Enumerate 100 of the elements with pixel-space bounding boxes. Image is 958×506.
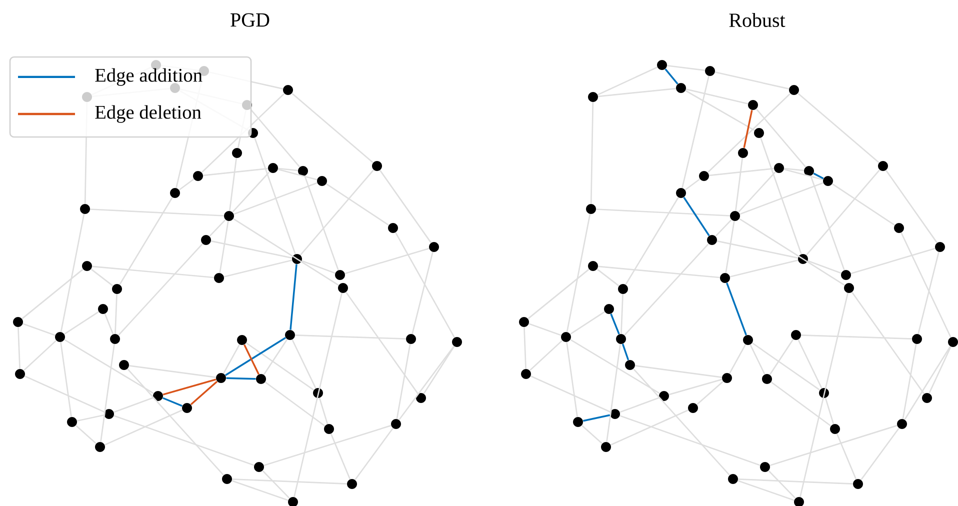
- graph-node: [193, 171, 203, 181]
- graph-node: [699, 171, 709, 181]
- graph-edge: [278, 168, 298, 172]
- graph-edge: [902, 344, 917, 419]
- graph-edge: [254, 138, 296, 254]
- graph-edge: [222, 344, 240, 374]
- graph-edge: [129, 365, 216, 378]
- graph-edge: [344, 248, 430, 274]
- graph-node: [268, 163, 278, 173]
- graph-edge: [684, 178, 700, 190]
- graph-edge: [860, 428, 900, 480]
- graph-node: [406, 334, 416, 344]
- graph-edge: [756, 108, 806, 168]
- graph-node: [254, 462, 264, 472]
- graph-node: [948, 337, 958, 347]
- graph-edge: [264, 424, 392, 466]
- graph-edge: [598, 66, 658, 96]
- graph-node: [201, 235, 211, 245]
- graph-edge: [768, 470, 796, 499]
- graph-edge: [798, 92, 880, 164]
- graph-edge: [263, 339, 288, 375]
- graph-edge: [808, 260, 842, 274]
- graph-edge: [379, 170, 432, 244]
- graph-edge: [904, 346, 951, 420]
- graph-edge: [715, 219, 732, 237]
- graph-node: [610, 409, 620, 419]
- graph-edge: [800, 292, 848, 498]
- graph-edge: [717, 240, 798, 259]
- panel-title: Robust: [729, 12, 786, 28]
- graph-edge: [738, 171, 776, 213]
- graph-edge: [918, 252, 940, 334]
- graph-node: [841, 270, 851, 280]
- graph-node: [112, 284, 122, 294]
- graph-edge: [292, 339, 316, 389]
- legend-label: Edge deletion: [95, 105, 202, 123]
- graph-edge: [566, 342, 578, 417]
- graph-edge: [302, 260, 336, 274]
- graph-node: [372, 161, 382, 171]
- graph-node: [104, 409, 114, 419]
- graph-edge: [211, 240, 292, 259]
- graph-edge: [852, 292, 924, 394]
- graph-edge: [104, 314, 114, 334]
- graph-edge: [769, 339, 794, 375]
- graph-node: [794, 497, 804, 506]
- graph-edge: [354, 428, 394, 480]
- graph-node: [830, 424, 840, 434]
- graph-node: [760, 462, 770, 472]
- panel-title: PGD: [230, 13, 270, 27]
- graph-edge: [326, 183, 389, 226]
- graph-node: [95, 442, 105, 452]
- graph-edge: [423, 346, 455, 394]
- graph-node: [388, 223, 398, 233]
- graph-edge: [246, 342, 314, 391]
- graph-edge: [610, 314, 620, 334]
- graph-edge: [596, 208, 730, 216]
- graph-node: [429, 242, 439, 252]
- graph-node: [110, 334, 120, 344]
- graph-edge: [725, 221, 735, 273]
- graph-edge: [278, 168, 318, 180]
- graph-edge: [119, 197, 173, 285]
- graph-edge: [760, 138, 802, 254]
- graph-node: [844, 283, 854, 293]
- graph-edge: [18, 327, 20, 369]
- graph-edge: [740, 182, 824, 215]
- graph-edge: [114, 397, 154, 413]
- graph-edge: [570, 339, 660, 394]
- graph-node: [935, 242, 945, 252]
- graph-edge: [683, 196, 710, 236]
- graph-node: [804, 166, 814, 176]
- graph-edge: [885, 170, 938, 244]
- graph-node: [292, 254, 302, 264]
- graph-edge: [798, 339, 822, 389]
- graph-edge: [770, 424, 898, 466]
- graph-node: [791, 330, 801, 340]
- graph-edge: [850, 248, 936, 274]
- graph-edge: [209, 219, 226, 237]
- graph-edge: [92, 266, 214, 278]
- graph-edge: [620, 397, 660, 413]
- graph-edge: [118, 243, 203, 336]
- graph-edge: [633, 368, 730, 476]
- graph-edge: [23, 340, 57, 371]
- graph-node: [13, 317, 23, 327]
- graph-edge: [529, 340, 563, 371]
- graph-edge: [530, 376, 610, 412]
- graph-edge: [64, 339, 154, 394]
- graph-edge: [598, 88, 676, 98]
- graph-edge: [770, 382, 832, 426]
- graph-node: [283, 85, 293, 95]
- graph-edge: [606, 344, 621, 442]
- graph-edge: [224, 260, 292, 278]
- graph-node: [452, 337, 462, 347]
- graph-edge: [524, 327, 526, 369]
- graph-edge: [22, 323, 56, 336]
- graph-edge: [743, 110, 753, 148]
- graph-node: [256, 374, 266, 384]
- graph-edge: [696, 380, 724, 405]
- graph-edge: [685, 90, 755, 131]
- graph-edge: [250, 108, 300, 168]
- graph-node: [897, 419, 907, 429]
- graph-edge: [398, 346, 454, 420]
